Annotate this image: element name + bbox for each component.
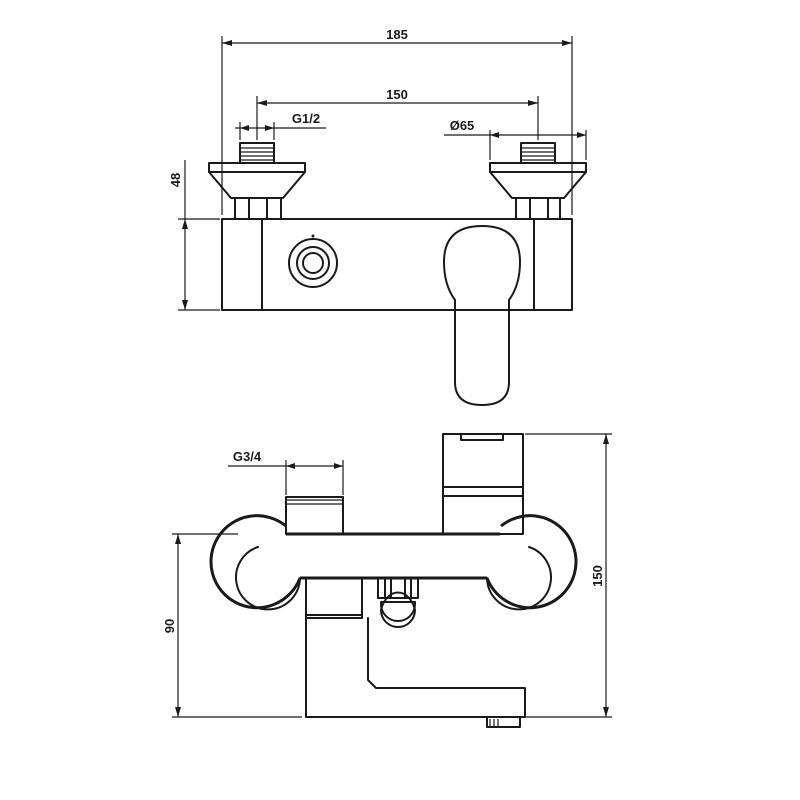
outlet-stub [285, 496, 344, 535]
diverter-knob-top [288, 234, 338, 288]
dim-escutcheon-diameter: Ø65 [444, 118, 587, 160]
lever-handle-side [442, 433, 524, 535]
right-escutcheon [489, 142, 587, 220]
dim-total-depth-label: 150 [590, 565, 605, 587]
diverter-knob-side [377, 577, 419, 628]
dim-escutcheon-diameter-label: Ø65 [450, 118, 475, 133]
dim-inlet-spacing: 150 [256, 87, 539, 140]
left-connector [209, 514, 302, 611]
dim-total-depth: 150 [525, 433, 612, 718]
top-view: 185 150 G1/2 Ø65 [168, 27, 587, 406]
dim-inlet-thread-label: G1/2 [292, 111, 320, 126]
dim-overall-width-label: 185 [386, 27, 408, 42]
right-connector [485, 514, 578, 611]
dim-inlet-spacing-label: 150 [386, 87, 408, 102]
mixer-body-top [221, 218, 573, 311]
dim-overall-width: 185 [221, 27, 573, 215]
dim-body-to-wall-label: 90 [162, 619, 177, 633]
spout [305, 577, 526, 728]
dim-body-to-wall: 90 [162, 533, 302, 718]
lever-handle-top [443, 225, 521, 406]
dim-top-height: 48 [168, 160, 220, 311]
mixer-body-side [286, 532, 500, 580]
dim-top-height-label: 48 [168, 173, 183, 187]
side-view: G3/4 90 150 [162, 433, 612, 728]
dim-outlet-thread: G3/4 [228, 449, 344, 495]
dim-inlet-thread: G1/2 [235, 111, 326, 140]
dim-outlet-thread-label: G3/4 [233, 449, 262, 464]
left-escutcheon [208, 142, 306, 220]
